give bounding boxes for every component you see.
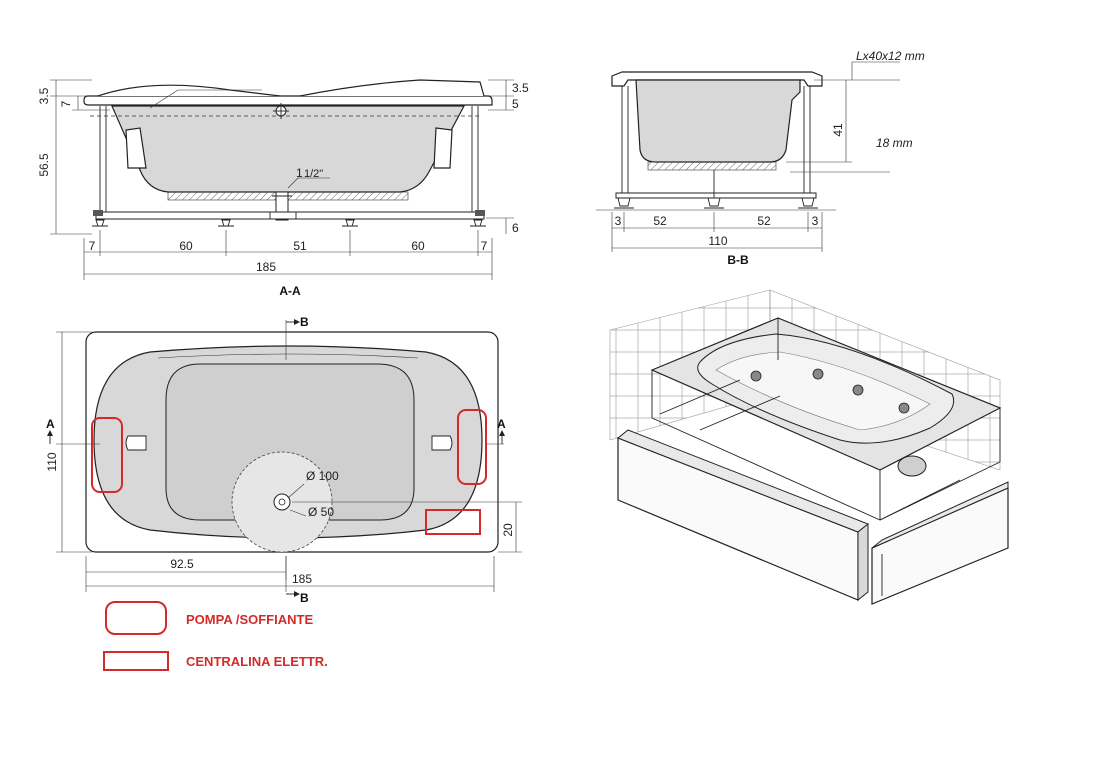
legend-pump-label: POMPA /SOFFIANTE	[186, 612, 313, 627]
plan-pump-marker-left	[91, 417, 123, 493]
bb-dim-bottom-2: 52	[653, 214, 667, 228]
bb-note-thickness: 18 mm	[876, 136, 913, 150]
aa-dim-bottom-2: 60	[179, 239, 193, 253]
plan-dim-total: 185	[292, 572, 312, 586]
plan-marker-b-top: B	[300, 315, 309, 329]
aa-dim-total: 185	[256, 260, 276, 274]
section-b-b: Lx40x12 mm 18 mm 41 3 52 52 3 110 B-B	[596, 49, 925, 267]
front-panel	[617, 437, 859, 601]
plan-dim-drain-offset: 92.5	[170, 557, 194, 571]
bb-note-profile: Lx40x12 mm	[856, 49, 925, 63]
section-a-a: 3.5 7 56.5 3.5 5 6 7 60 51 60 7 185 1 1/…	[37, 79, 529, 298]
legend-pump-swatch	[105, 601, 167, 635]
bb-dim-height: 41	[831, 123, 845, 137]
plan-marker-a-right: A	[497, 417, 506, 431]
aa-feet	[92, 210, 486, 227]
jets	[750, 368, 910, 414]
plan-view: Ø 100 Ø 50 B B A A 110 20	[45, 315, 522, 605]
plan-dim-right: 20	[501, 523, 515, 537]
bb-dim-bottom-1: 3	[615, 214, 622, 228]
legend-control-swatch	[103, 651, 169, 671]
plan-marker-a-left: A	[46, 417, 55, 431]
perspective-view	[609, 289, 1009, 605]
aa-pipe-fraction: 1/2"	[304, 168, 323, 180]
aa-dim-left-2: 7	[59, 100, 73, 107]
side-panel	[871, 487, 1009, 605]
bb-dim-total: 110	[708, 234, 727, 248]
bb-dim-bottom-3: 52	[757, 214, 771, 228]
aa-dim-bottom-1: 7	[89, 239, 96, 253]
plan-circle-50-label: Ø 50	[308, 505, 334, 519]
legend: POMPA /SOFFIANTE CENTRALINA ELETTR.	[103, 601, 328, 671]
legend-control-label: CENTRALINA ELETTR.	[186, 654, 328, 669]
bb-tub-shell	[635, 79, 801, 163]
bb-rim	[611, 71, 823, 87]
plan-control-marker	[425, 509, 481, 535]
plan-circle-100-label: Ø 100	[306, 469, 339, 483]
aa-headrest	[97, 79, 485, 97]
bb-dim-bottom-4: 3	[812, 214, 819, 228]
aa-pipe-whole: 1	[296, 166, 303, 180]
aa-dim-left-1: 3.5	[37, 87, 51, 104]
aa-dim-left-3: 56.5	[37, 153, 51, 177]
plan-dim-height: 110	[45, 452, 59, 471]
aa-dim-right-1: 3.5	[512, 81, 529, 95]
aa-dim-right-3: 6	[512, 221, 519, 235]
aa-dim-right-2: 5	[512, 97, 519, 111]
aa-dim-bottom-5: 7	[481, 239, 488, 253]
bb-section-label: B-B	[727, 253, 749, 267]
pump	[897, 455, 927, 477]
aa-dim-bottom-3: 51	[293, 239, 307, 253]
plan-pump-marker-right	[457, 409, 487, 485]
plan-marker-b-bottom: B	[300, 591, 309, 605]
plan-basin	[165, 363, 415, 521]
aa-dim-bottom-4: 60	[411, 239, 425, 253]
aa-tub-shell	[111, 105, 465, 193]
aa-rim	[83, 95, 493, 106]
aa-section-label: A-A	[279, 284, 301, 298]
